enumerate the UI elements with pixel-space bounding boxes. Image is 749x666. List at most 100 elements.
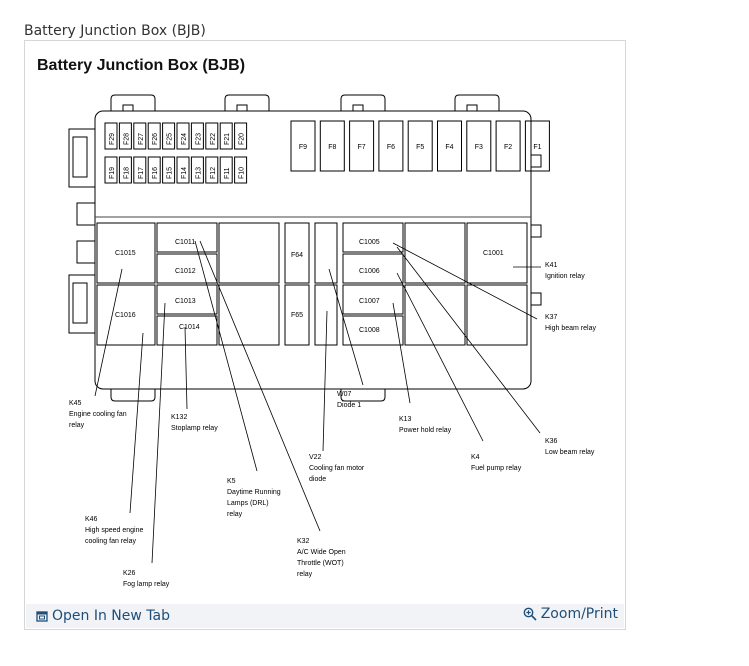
diode-slot bbox=[314, 222, 338, 284]
mini-fuse bbox=[234, 122, 248, 150]
page-caption: Battery Junction Box (BJB) bbox=[24, 23, 206, 39]
relay-c1008 bbox=[342, 315, 404, 346]
large-fuse-label: F8 bbox=[328, 144, 336, 151]
large-fuse-label: F2 bbox=[504, 144, 512, 151]
relay-code: C1005 bbox=[359, 239, 380, 246]
relay-code: C1014 bbox=[179, 324, 200, 331]
mini-fuse bbox=[133, 122, 147, 150]
bottom-tab bbox=[340, 389, 386, 402]
relay-c1013 bbox=[156, 284, 218, 315]
mini-fuse-label: F17 bbox=[138, 167, 145, 179]
relay-code: C1013 bbox=[175, 298, 196, 305]
mini-fuse-label: F10 bbox=[239, 167, 246, 179]
mini-fuse bbox=[176, 156, 190, 184]
relay-c1007 bbox=[342, 284, 404, 315]
mini-fuse-label: F14 bbox=[181, 167, 188, 179]
housing-outline bbox=[94, 110, 532, 390]
large-fuse-label: F1 bbox=[533, 144, 541, 151]
large-fuse-label: F6 bbox=[387, 144, 395, 151]
mini-fuse bbox=[190, 156, 204, 184]
mini-fuse-label: F27 bbox=[138, 133, 145, 145]
mini-fuse bbox=[147, 156, 161, 184]
bottom-tab bbox=[110, 389, 156, 402]
mini-fuse bbox=[219, 122, 233, 150]
relay-blank bbox=[218, 222, 280, 284]
diagram-title: Battery Junction Box (BJB) bbox=[37, 57, 246, 74]
diagram-frame: Battery Junction Box (BJB) bbox=[24, 40, 626, 630]
mini-fuse-label: F13 bbox=[195, 167, 202, 179]
mini-fuse-label: F18 bbox=[123, 167, 130, 179]
mini-fuse-label: F19 bbox=[109, 167, 116, 179]
mini-fuse-label: F21 bbox=[224, 133, 231, 145]
new-tab-icon bbox=[36, 611, 48, 622]
mini-fuse bbox=[118, 122, 132, 150]
large-fuse-label: F5 bbox=[416, 144, 424, 151]
mini-fuse bbox=[205, 156, 219, 184]
mini-fuse-label: F11 bbox=[224, 167, 231, 179]
large-fuse bbox=[437, 120, 462, 172]
fuse-f64 bbox=[284, 222, 310, 284]
relay-code: C1015 bbox=[115, 250, 136, 257]
large-fuse-label: F3 bbox=[475, 144, 483, 151]
mini-fuse bbox=[205, 122, 219, 150]
large-fuse bbox=[466, 120, 492, 172]
top-tab bbox=[224, 94, 270, 111]
large-fuse bbox=[349, 120, 375, 172]
relay-code: C1006 bbox=[359, 268, 380, 275]
zoom-print-link[interactable]: Zoom/Print bbox=[523, 606, 618, 622]
relay-blank bbox=[404, 284, 466, 346]
mini-fuse bbox=[104, 122, 118, 150]
mini-fuse-label: F25 bbox=[167, 133, 174, 145]
large-fuse bbox=[524, 120, 550, 172]
large-fuse-label: F9 bbox=[299, 144, 307, 151]
open-new-tab-link[interactable]: Open In New Tab bbox=[36, 608, 170, 624]
relay-c1012 bbox=[156, 253, 218, 284]
relay-blank bbox=[466, 284, 528, 346]
fuse-code: F65 bbox=[291, 312, 303, 319]
relay-code: C1016 bbox=[115, 312, 136, 319]
top-tab bbox=[454, 94, 500, 111]
diagram-footer: Open In New Tab Zoom/Print bbox=[26, 604, 624, 628]
relay-code: C1008 bbox=[359, 327, 380, 334]
mini-fuse bbox=[219, 156, 233, 184]
mini-fuse-label: F16 bbox=[152, 167, 159, 179]
mini-fuse bbox=[176, 122, 190, 150]
relay-code: C1007 bbox=[359, 298, 380, 305]
mini-fuse-label: F24 bbox=[181, 133, 188, 145]
mini-fuse-label: F23 bbox=[195, 133, 202, 145]
large-fuse bbox=[407, 120, 433, 172]
relay-code: C1011 bbox=[175, 239, 195, 246]
mini-fuse-label: F12 bbox=[210, 167, 217, 179]
mini-fuse-label: F15 bbox=[167, 167, 174, 179]
relay-c1016 bbox=[96, 284, 156, 346]
mini-fuse bbox=[147, 122, 161, 150]
top-tab bbox=[110, 94, 156, 111]
relay-c1001 bbox=[466, 222, 528, 284]
large-fuse-label: F7 bbox=[358, 144, 366, 151]
fuse-code: F64 bbox=[291, 252, 303, 259]
mini-fuse-label: F20 bbox=[239, 133, 246, 145]
open-new-tab-label: Open In New Tab bbox=[52, 608, 170, 624]
mini-fuse-label: F22 bbox=[210, 133, 217, 145]
mini-fuse bbox=[162, 156, 176, 184]
large-fuse bbox=[378, 120, 404, 172]
mini-fuse bbox=[133, 156, 147, 184]
relay-code: C1001 bbox=[483, 250, 504, 257]
relay-c1011 bbox=[156, 222, 218, 253]
top-tab bbox=[340, 94, 386, 111]
mini-fuse bbox=[104, 156, 118, 184]
zoom-in-icon bbox=[523, 607, 537, 621]
